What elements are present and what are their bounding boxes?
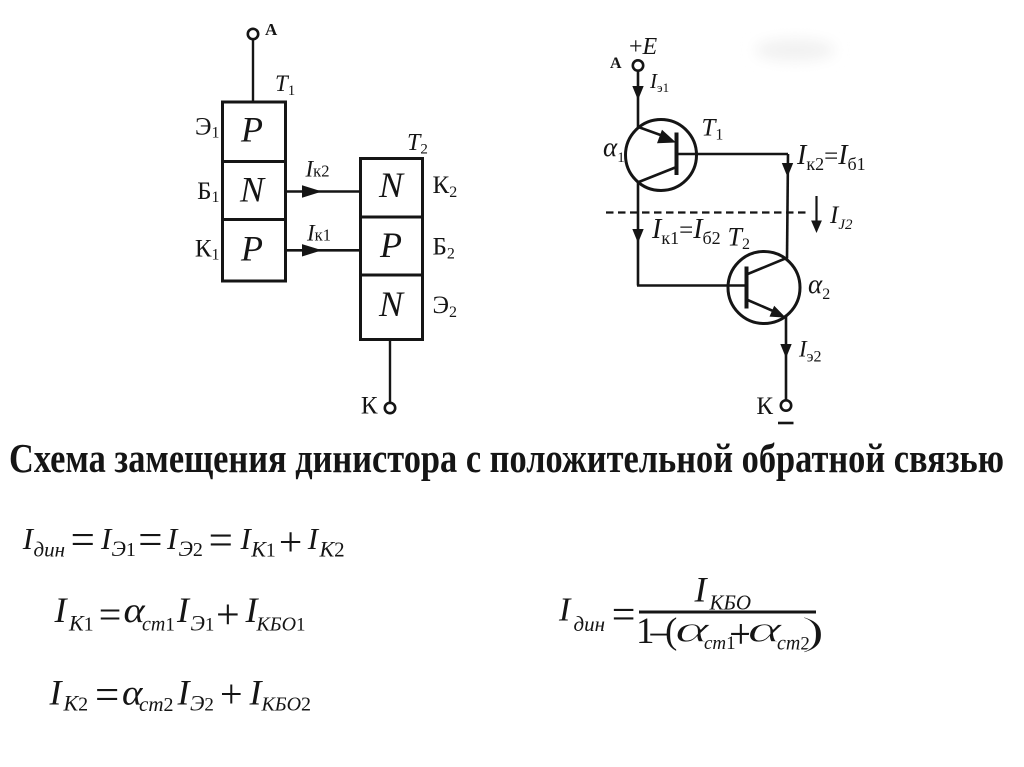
svg-text:I: I (245, 590, 260, 630)
svg-text:I: I (558, 592, 572, 629)
svg-text:Б1: Б1 (197, 178, 219, 206)
svg-text:Э1: Э1 (191, 611, 215, 636)
svg-text:N: N (239, 170, 266, 210)
svg-text:Э1: Э1 (112, 536, 136, 561)
svg-text:К2: К2 (319, 537, 345, 562)
svg-text:T1: T1 (702, 115, 724, 144)
svg-text:α: α (675, 609, 711, 650)
svg-text:К2: К2 (63, 691, 89, 716)
svg-text:I: I (177, 673, 192, 713)
svg-text:Iк1: Iк1 (306, 221, 331, 246)
svg-text:+E: +E (629, 34, 658, 60)
svg-text:Схема замещения динистора с по: Схема замещения динистора с положительно… (9, 435, 1004, 481)
svg-text:P: P (240, 229, 263, 269)
svg-text:I: I (249, 673, 264, 713)
svg-text:N: N (378, 165, 405, 205)
svg-text:Э2: Э2 (179, 536, 203, 561)
svg-text:+: + (220, 672, 243, 717)
svg-text:α: α (124, 591, 146, 631)
svg-text:I: I (54, 590, 69, 630)
svg-text:+: + (216, 593, 240, 639)
svg-text:=: = (99, 592, 122, 637)
svg-text:I: I (100, 521, 113, 556)
svg-text:К1: К1 (68, 611, 94, 636)
svg-text:=: = (71, 517, 95, 564)
svg-text:ст1: ст1 (142, 614, 175, 636)
svg-text:I: I (307, 521, 320, 556)
svg-text:КБО: КБО (709, 591, 752, 615)
svg-text:I: I (166, 521, 179, 556)
svg-text:α: α (748, 609, 784, 650)
svg-text:=: = (209, 518, 233, 565)
svg-text:Iк1=Iб2: Iк1=Iб2 (651, 214, 721, 248)
svg-text:+: + (729, 612, 753, 658)
svg-text:α2: α2 (808, 269, 830, 303)
svg-text:=: = (138, 517, 162, 564)
svg-text:Iк2=Iб1: Iк2=Iб1 (796, 140, 866, 174)
svg-text:T1: T1 (275, 71, 295, 99)
svg-text:α1: α1 (603, 132, 625, 166)
svg-text:1–(: 1–( (636, 611, 677, 652)
svg-text:дин: дин (574, 612, 606, 636)
svg-text:К: К (361, 393, 378, 420)
svg-text:КБО2: КБО2 (261, 694, 312, 716)
svg-text:ст2: ст2 (777, 633, 810, 655)
svg-text:T2: T2 (728, 223, 750, 254)
svg-text:I: I (176, 590, 191, 630)
svg-text:α: α (122, 674, 144, 713)
svg-text:=: = (95, 672, 119, 719)
svg-text:): ) (801, 609, 825, 654)
svg-text:К1: К1 (250, 537, 276, 562)
svg-text:дин: дин (34, 538, 66, 562)
svg-text:К: К (756, 393, 773, 420)
svg-text:К2: К2 (433, 172, 458, 201)
svg-text:Э2: Э2 (190, 691, 214, 716)
svg-text:=: = (612, 592, 636, 638)
svg-text:Э1: Э1 (195, 114, 220, 142)
svg-text:P: P (240, 110, 263, 150)
svg-text:Iк2: Iк2 (305, 157, 330, 182)
svg-text:A: A (265, 20, 278, 39)
svg-text:+: + (279, 518, 302, 564)
svg-text:N: N (378, 284, 405, 324)
svg-text:Б2: Б2 (433, 234, 455, 263)
svg-text:ст1: ст1 (704, 633, 736, 654)
svg-text:I: I (22, 521, 35, 556)
svg-text:I: I (240, 521, 253, 556)
svg-text:Iэ2: Iэ2 (798, 337, 822, 366)
svg-text:ст2: ст2 (139, 692, 174, 716)
svg-text:I: I (49, 673, 64, 713)
svg-text:КБО1: КБО1 (256, 614, 306, 636)
svg-text:I: I (694, 570, 709, 610)
svg-text:Iэ1: Iэ1 (649, 69, 669, 95)
svg-text:Э2: Э2 (433, 292, 458, 321)
svg-text:P: P (379, 225, 402, 265)
svg-text:A: A (610, 55, 622, 72)
svg-text:К1: К1 (195, 236, 220, 264)
svg-text:IJ2: IJ2 (829, 202, 853, 233)
svg-text:T2: T2 (407, 130, 428, 158)
